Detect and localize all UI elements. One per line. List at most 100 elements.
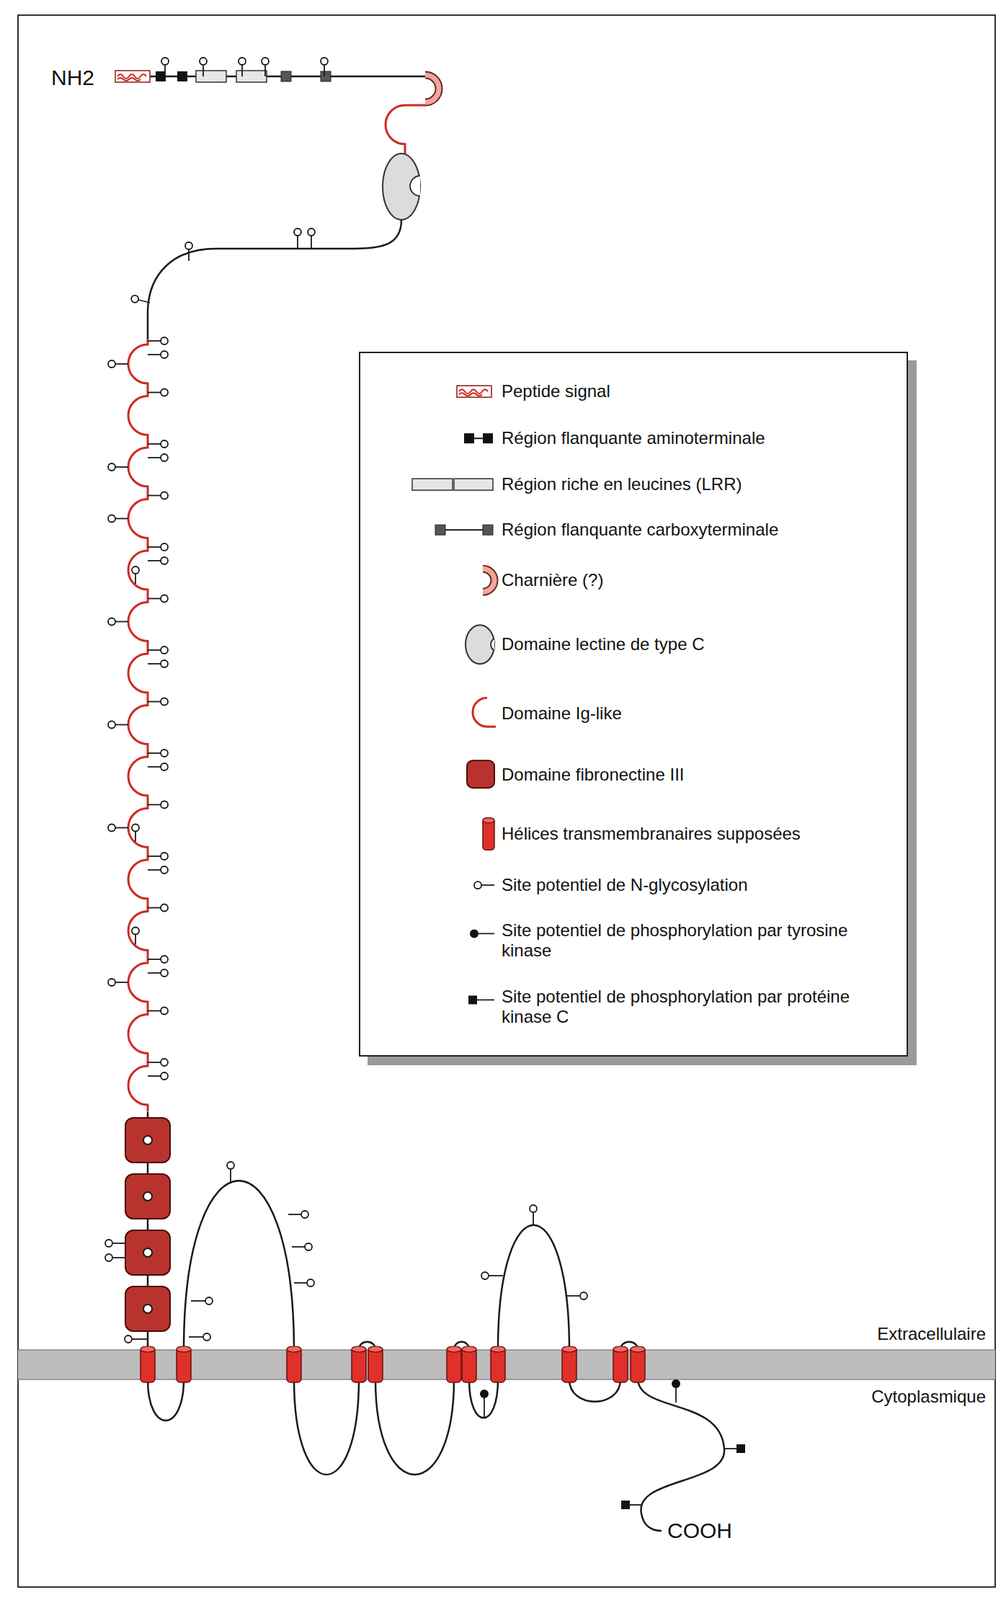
glycosylation-site bbox=[143, 1135, 153, 1145]
ig-like-icon bbox=[472, 697, 496, 727]
glycosylation-site bbox=[160, 646, 168, 654]
glycosylation-stem bbox=[147, 598, 161, 600]
hinge-icon bbox=[482, 568, 495, 592]
glycosylation-stem bbox=[532, 1212, 534, 1226]
glycosylation-site bbox=[108, 978, 116, 986]
legend-row: Site potentiel de phosphorylation par ty… bbox=[360, 920, 907, 960]
glycosylation-stem bbox=[147, 972, 161, 974]
glycosylation-site bbox=[160, 749, 168, 757]
helix-top bbox=[176, 1346, 191, 1352]
glycosylation-stem bbox=[229, 1168, 232, 1182]
legend-sample bbox=[360, 369, 499, 413]
transmembrane-helix bbox=[368, 1346, 383, 1383]
amino-flank bbox=[177, 71, 188, 82]
legend-sample bbox=[360, 918, 499, 963]
pkc-icon bbox=[468, 995, 478, 1004]
helix-top bbox=[351, 1346, 367, 1352]
helix-top bbox=[286, 1346, 302, 1352]
tyrosine-site bbox=[671, 1379, 681, 1388]
carboxy-flank-icon bbox=[439, 528, 488, 531]
glycosylation-site bbox=[160, 440, 168, 448]
legend-sample bbox=[360, 508, 499, 552]
carboxy-flank bbox=[281, 71, 292, 82]
glycosylation-site bbox=[108, 721, 116, 729]
glycosylation-site bbox=[160, 492, 168, 500]
glycosylation-stem bbox=[190, 1300, 206, 1302]
glycosylation-site bbox=[160, 557, 168, 565]
loop bbox=[637, 1379, 725, 1531]
glycosylation-stem bbox=[147, 559, 161, 562]
glyco-icon bbox=[474, 881, 482, 889]
glycosylation-site bbox=[105, 1253, 113, 1262]
legend-row: Hélices transmembranaires supposées bbox=[360, 823, 907, 844]
loop bbox=[147, 1379, 184, 1421]
legend-sample bbox=[360, 863, 499, 907]
signal-peptide bbox=[115, 70, 150, 83]
glycosylation-stem bbox=[147, 353, 161, 356]
helix-icon bbox=[482, 817, 495, 823]
glycosylation-stem bbox=[115, 724, 129, 726]
glycosylation-stem bbox=[134, 934, 137, 945]
legend-row: Domaine fibronectine III bbox=[360, 764, 907, 785]
glycosylation-site bbox=[160, 453, 168, 462]
legend-text: Région riche en leucines (LRR) bbox=[501, 474, 891, 495]
ig-like-domain bbox=[385, 105, 426, 155]
glycosylation-site bbox=[108, 824, 116, 832]
fibronectin-domain bbox=[125, 1173, 171, 1219]
glycosylation-site bbox=[160, 1058, 168, 1066]
glycosylation-stem bbox=[112, 1256, 126, 1259]
lectin-icon bbox=[490, 638, 495, 651]
ig-like-domains bbox=[128, 338, 148, 1112]
legend-text: Peptide signal bbox=[501, 381, 891, 402]
glycosylation-site bbox=[226, 1161, 235, 1169]
hinge-icon bbox=[482, 568, 495, 592]
membrane-edge bbox=[18, 1349, 996, 1351]
signal-peptide-icon bbox=[456, 385, 492, 398]
tyrosine-stem bbox=[675, 1387, 677, 1403]
glycosylation-site bbox=[481, 1271, 489, 1280]
pkc-stem bbox=[629, 1503, 643, 1506]
fibronectin-icon bbox=[466, 760, 495, 788]
pkc-stem bbox=[724, 1447, 737, 1450]
pkc-site bbox=[621, 1500, 630, 1509]
glycosylation-stem bbox=[115, 518, 129, 520]
glycosylation-site bbox=[205, 1297, 213, 1305]
glycosylation-stem bbox=[202, 64, 204, 77]
legend-row: Peptide signal bbox=[360, 381, 907, 402]
legend-row: Domaine lectine de type C bbox=[360, 634, 907, 655]
transmembrane-helix bbox=[286, 1346, 302, 1383]
membrane-edge bbox=[18, 1378, 996, 1381]
glycosylation-stem bbox=[147, 766, 161, 768]
transmembrane-helix bbox=[613, 1346, 628, 1383]
lrr-icon bbox=[412, 478, 453, 491]
lrr bbox=[236, 70, 267, 83]
glycosylation-site bbox=[108, 463, 116, 471]
glycosylation-site bbox=[160, 904, 168, 912]
glycosylation-site bbox=[160, 698, 168, 706]
glycosylation-site bbox=[301, 1210, 309, 1218]
glycosylation-site bbox=[160, 852, 168, 860]
glycosylation-site bbox=[108, 618, 116, 626]
loop bbox=[469, 1379, 498, 1418]
glycosylation-stem bbox=[147, 495, 161, 497]
legend-text: Domaine Ig-like bbox=[501, 703, 891, 724]
legend-sample bbox=[360, 812, 499, 856]
glycosylation-stem bbox=[147, 869, 161, 871]
carboxy-flank-icon bbox=[482, 524, 493, 535]
glycosylation-site bbox=[304, 1243, 313, 1251]
glycosylation-stem bbox=[291, 1245, 305, 1248]
legend-row: Site potentiel de phosphorylation par pr… bbox=[360, 986, 907, 1027]
transmembrane-helix bbox=[140, 1346, 155, 1383]
glycosylation-stem bbox=[147, 456, 161, 459]
glycosylation-stem bbox=[147, 1010, 161, 1012]
glycosylation-site bbox=[185, 242, 193, 250]
fibronectin-domain bbox=[125, 1117, 171, 1163]
glycosylation-site bbox=[529, 1204, 537, 1213]
glycosylation-stem bbox=[147, 649, 161, 651]
legend-text: Charnière (?) bbox=[501, 570, 891, 591]
glycosylation-stem bbox=[188, 1336, 204, 1338]
glycosylation-site bbox=[160, 969, 168, 977]
glycosylation-stem bbox=[147, 752, 161, 754]
helix-top bbox=[630, 1346, 645, 1352]
legend-text: Région flanquante aminoterminale bbox=[501, 428, 891, 449]
